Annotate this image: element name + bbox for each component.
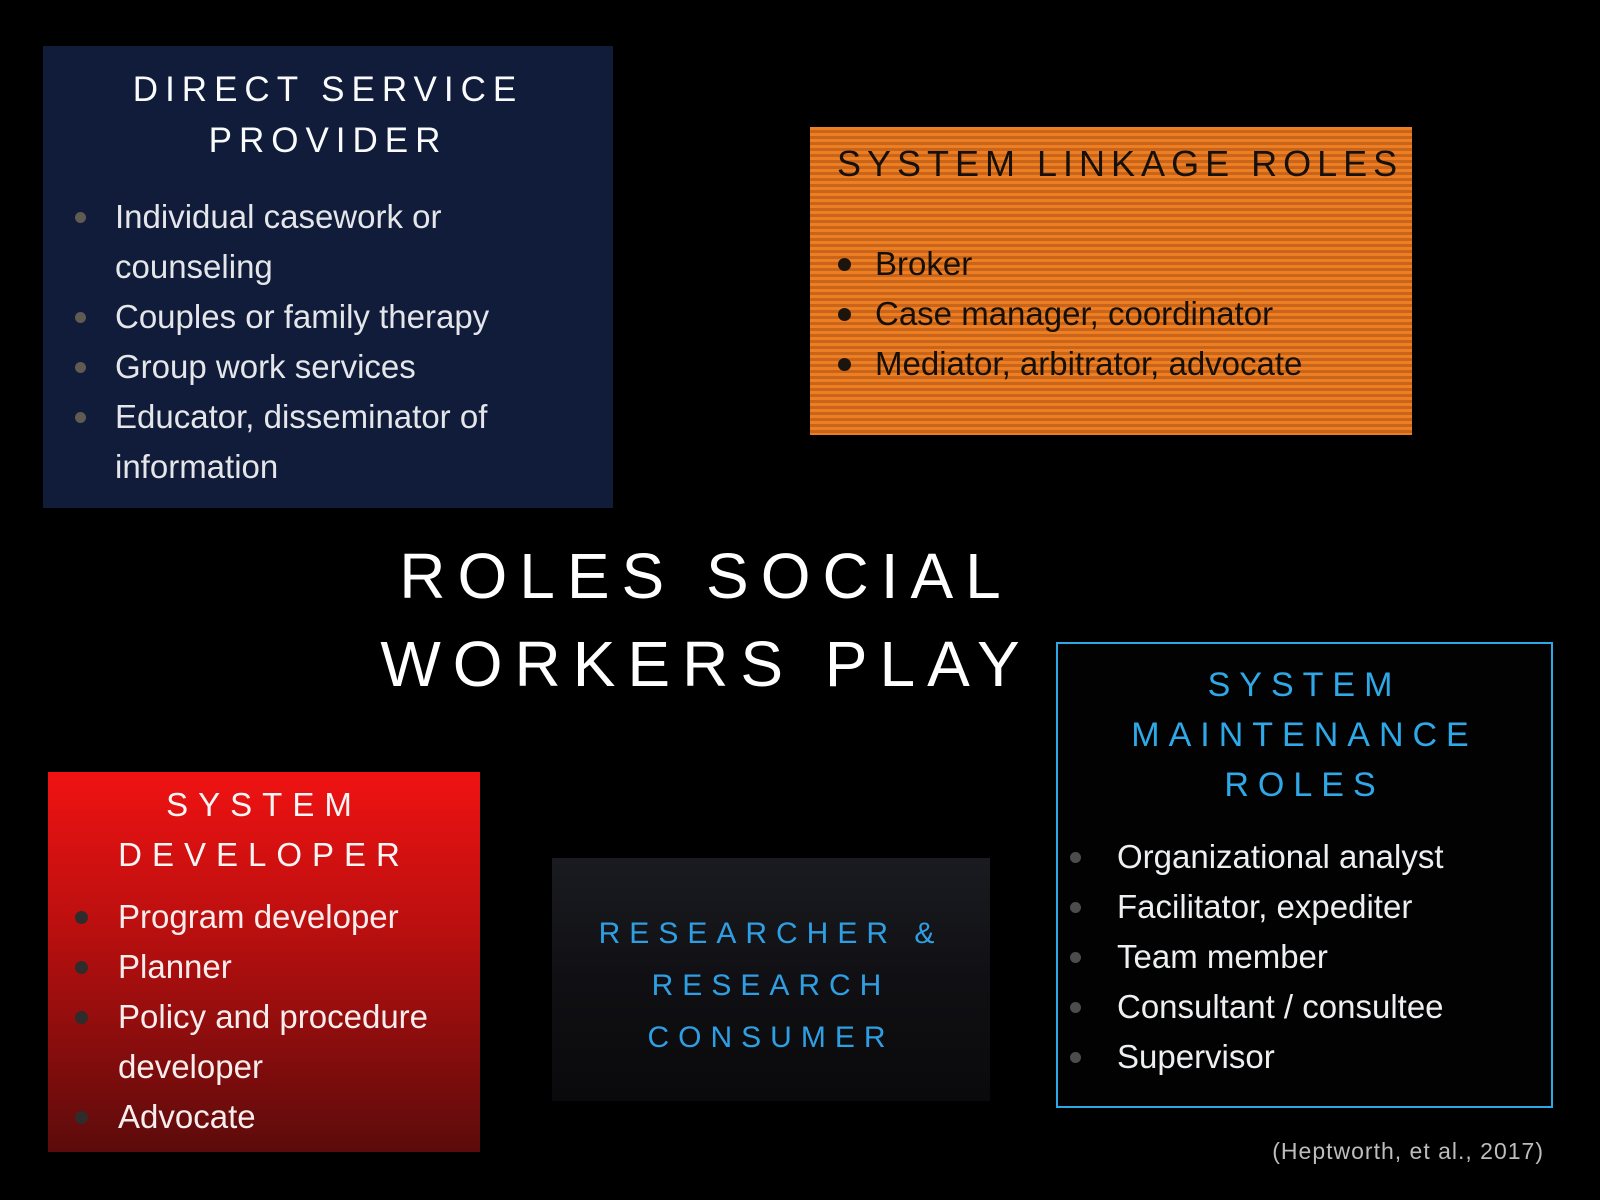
slide-title-line-2: WORKERS PLAY (380, 628, 1032, 700)
system-developer-title: SYSTEM DEVELOPER (118, 786, 410, 873)
direct-service-provider-box: DIRECT SERVICE PROVIDER Individual casew… (43, 46, 613, 508)
list-item: Mediator, arbitrator, advocate (810, 339, 1412, 389)
bullet-dot-icon (75, 312, 86, 323)
bullet-dot-icon (838, 258, 851, 271)
list-item: Broker (810, 239, 1412, 289)
bullet-dot-icon (838, 358, 851, 371)
bullet-dot-icon (75, 362, 86, 373)
list-item: Team member (1058, 932, 1551, 982)
system-linkage-roles-title: SYSTEM LINKAGE ROLES (837, 143, 1404, 184)
system-developer-box: SYSTEM DEVELOPER Program developer Plann… (48, 772, 480, 1152)
citation-text: (Heptworth, et al., 2017) (1272, 1138, 1544, 1164)
list-item: Program developer (48, 892, 480, 942)
list-item: Supervisor (1058, 1032, 1551, 1082)
list-item: Educator, disseminator of information (43, 392, 613, 492)
bullet-dot-icon (838, 308, 851, 321)
direct-service-provider-list: Individual casework or counseling Couple… (43, 192, 613, 492)
system-linkage-roles-box: SYSTEM LINKAGE ROLES Broker Case manager… (810, 127, 1412, 435)
bullet-dot-icon (75, 1011, 88, 1024)
bullet-dot-icon (75, 1111, 88, 1124)
bullet-dot-icon (1070, 952, 1081, 963)
list-item: Planner (48, 942, 480, 992)
bullet-dot-icon (75, 911, 88, 924)
list-item: Case manager, coordinator (810, 289, 1412, 339)
system-maintenance-roles-title: SYSTEM MAINTENANCE ROLES (1131, 666, 1478, 804)
bullet-dot-icon (1070, 902, 1081, 913)
researcher-research-consumer-box: RESEARCHER & RESEARCH CONSUMER (552, 858, 990, 1101)
system-linkage-roles-list: Broker Case manager, coordinator Mediato… (810, 239, 1412, 389)
researcher-research-consumer-title: RESEARCHER & RESEARCH CONSUMER (598, 917, 944, 1054)
list-item: Group work services (43, 342, 613, 392)
list-item: Individual casework or counseling (43, 192, 613, 292)
direct-service-provider-title: DIRECT SERVICE PROVIDER (132, 70, 524, 160)
bullet-dot-icon (1070, 852, 1081, 863)
slide-title: ROLES SOCIAL WORKERS PLAY (330, 532, 1082, 708)
list-item: Organizational analyst (1058, 832, 1551, 882)
bullet-dot-icon (1070, 1052, 1081, 1063)
list-item: Policy and procedure developer (48, 992, 480, 1092)
system-developer-list: Program developer Planner Policy and pro… (48, 892, 480, 1142)
slide-title-line-1: ROLES SOCIAL (399, 540, 1013, 612)
bullet-dot-icon (75, 412, 86, 423)
list-item: Couples or family therapy (43, 292, 613, 342)
list-item: Consultant / consultee (1058, 982, 1551, 1032)
bullet-dot-icon (1070, 1002, 1081, 1013)
system-maintenance-roles-box: SYSTEM MAINTENANCE ROLES Organizational … (1056, 642, 1553, 1108)
bullet-dot-icon (75, 212, 86, 223)
bullet-dot-icon (75, 961, 88, 974)
system-maintenance-roles-list: Organizational analyst Facilitator, expe… (1058, 832, 1551, 1082)
list-item: Advocate (48, 1092, 480, 1142)
list-item: Facilitator, expediter (1058, 882, 1551, 932)
